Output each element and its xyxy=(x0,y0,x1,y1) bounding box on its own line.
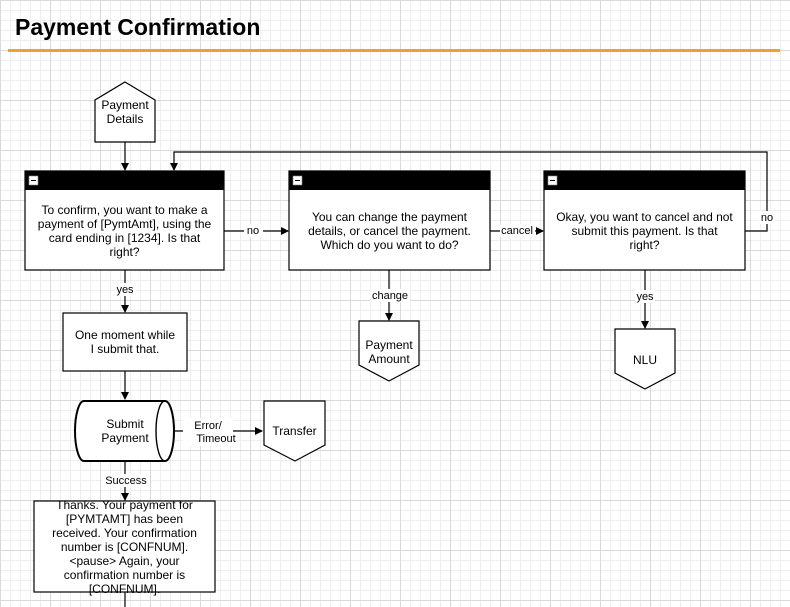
edge-cancel-loop-no xyxy=(170,151,768,232)
submit-payment-process xyxy=(74,400,175,462)
payment-amount-connector xyxy=(358,320,420,382)
payment-details-connector xyxy=(94,81,156,143)
transfer-text: Transfer xyxy=(272,424,317,438)
edge-label-yes: yes xyxy=(116,284,134,296)
cancel-prompt-text: Okay, you want to cancel and not submit … xyxy=(556,210,733,252)
edge-label-timeout: Timeout xyxy=(196,433,235,445)
edge-label-no: no xyxy=(247,225,259,237)
cancel-prompt-box xyxy=(543,170,746,271)
page-title: Payment Confirmation xyxy=(15,14,261,40)
one-moment-box xyxy=(62,312,188,372)
thanks-box xyxy=(33,500,216,593)
edge-label-change: change xyxy=(372,290,408,302)
edge-label-success: Success xyxy=(105,475,147,487)
one-moment-text: One moment while I submit that. xyxy=(74,328,176,356)
submit-payment-text: Submit Payment xyxy=(101,417,149,445)
payment-details-label: Payment Details xyxy=(101,98,149,126)
thanks-text: Thanks. Your payment for [PYMTAMT] has b… xyxy=(52,497,197,596)
change-prompt-text: You can change the payment details, or c… xyxy=(308,210,471,252)
edge-label-cancel: cancel xyxy=(501,225,533,237)
transfer-connector xyxy=(263,400,326,462)
edge-label-no-loop: no xyxy=(761,212,773,224)
change-prompt-box xyxy=(288,170,491,271)
payment-amount-text: Payment Amount xyxy=(365,338,413,366)
confirm-prompt-text: To confirm, you want to make a payment o… xyxy=(37,203,212,259)
nlu-text: NLU xyxy=(632,353,657,367)
edge-label-error: Error/ xyxy=(194,420,222,432)
confirm-prompt-box xyxy=(24,170,225,271)
title-underline xyxy=(8,49,780,52)
nlu-connector xyxy=(614,328,676,390)
edge-label-yes-nlu: yes xyxy=(636,291,654,303)
